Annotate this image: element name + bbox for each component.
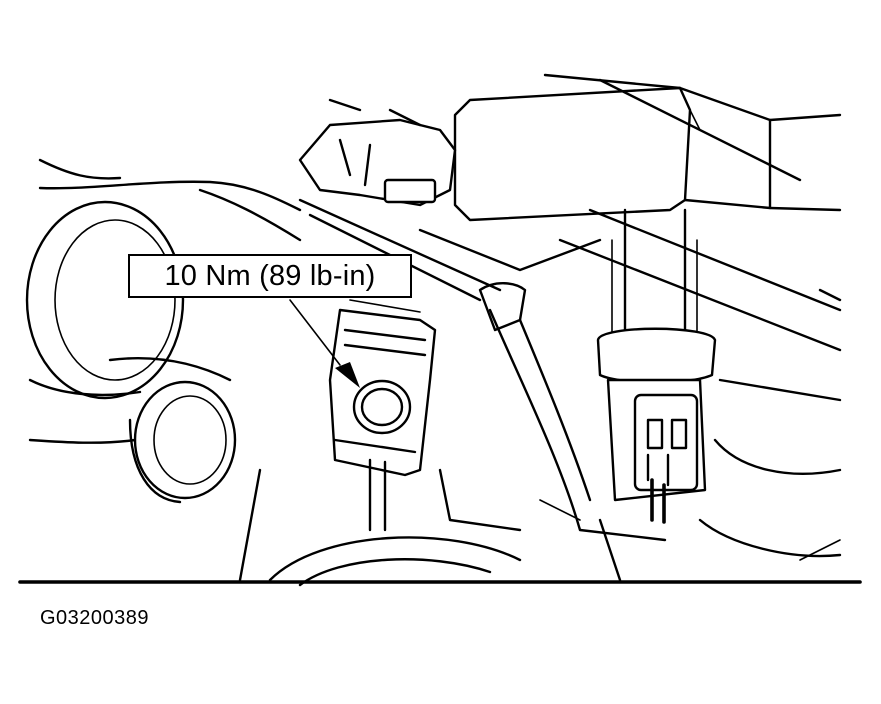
callout-leader-arrow <box>289 299 360 388</box>
lower-pulley <box>238 468 622 587</box>
engine-casing <box>558 208 842 561</box>
upper-pipe <box>453 73 842 222</box>
hose-clip <box>298 98 457 207</box>
torque-callout: 10 Nm (89 lb-in) <box>128 254 412 298</box>
sensor-stem <box>596 208 717 384</box>
small-hose <box>28 357 237 504</box>
electrical-connector <box>606 378 707 524</box>
large-hose <box>25 158 302 400</box>
mounting-bolt <box>352 379 412 435</box>
torque-label: 10 Nm (89 lb-in) <box>164 259 376 292</box>
figure-id-label: G03200389 <box>40 607 150 629</box>
